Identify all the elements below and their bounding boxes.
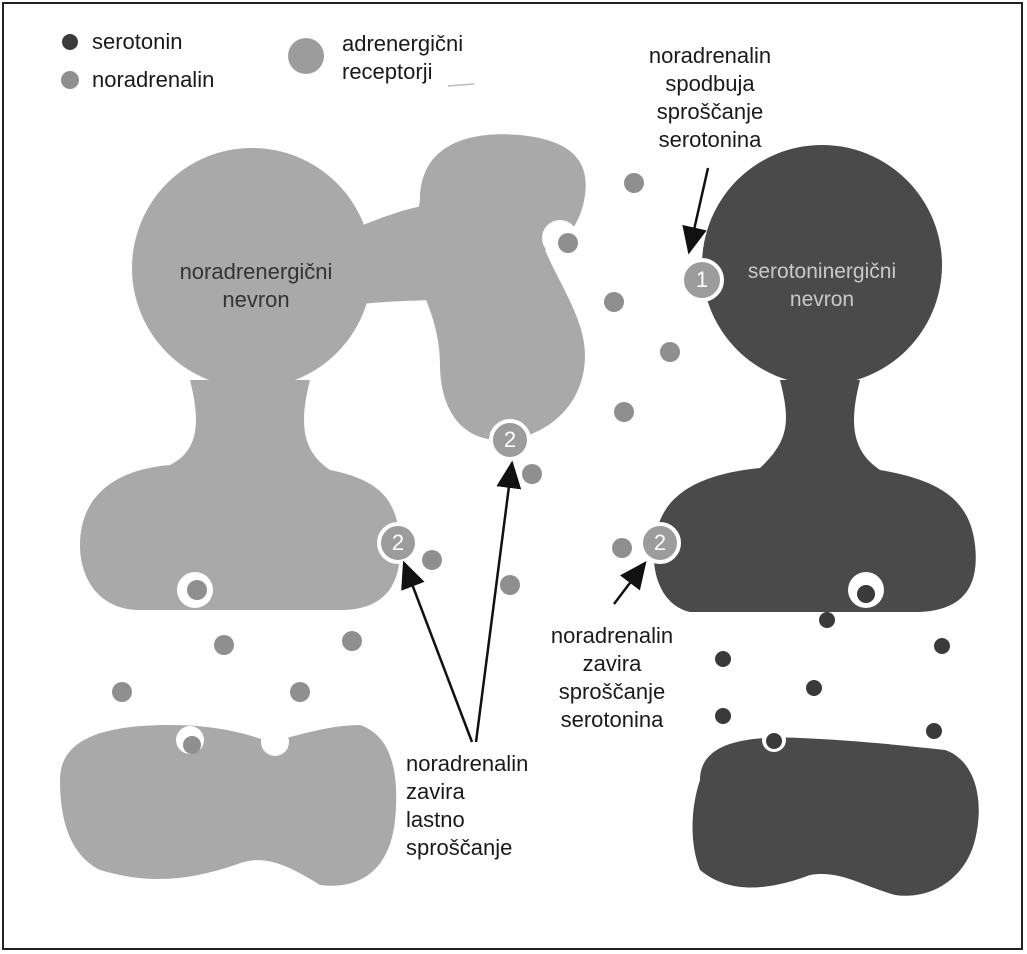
annotation-inhibit-self-line2: zavira — [406, 778, 528, 806]
annotation-inhibit-serotonin-line1: noradrenalin — [512, 622, 712, 650]
legend-noradrenalin-label: noradrenalin — [92, 66, 214, 94]
annotation-inhibit-self-line1: noradrenalin — [406, 750, 528, 778]
annotation-inhibit-serotonin-line2: zavira — [512, 650, 712, 678]
legend-noradrenalin-dot — [61, 71, 79, 89]
annotation-stimulate-line4: serotonina — [610, 126, 810, 154]
receptor-r2b-label: 2 — [388, 529, 408, 557]
annotation-inhibit-serotonin-line4: serotonina — [512, 706, 712, 734]
left-neuron-label-1: noradrenergični — [146, 258, 366, 286]
receptor-r2a-label: 2 — [500, 426, 520, 454]
legend-serotonin-dot — [62, 34, 78, 50]
right-neuron-label-1: serotoninergični — [712, 258, 932, 285]
annotation-stimulate-line1: noradrenalin — [610, 42, 810, 70]
legend-serotonin-label: serotonin — [92, 28, 183, 56]
right-neuron-label-2: nevron — [712, 286, 932, 313]
legend-receptor-dot — [288, 38, 324, 74]
annotation-stimulate-line3: sproščanje — [610, 98, 810, 126]
receptor-r1-label: 1 — [692, 266, 712, 294]
annotation-inhibit-serotonin: noradrenalin zavira sproščanje serotonin… — [512, 622, 712, 734]
receptor-r2c-label: 2 — [650, 529, 670, 557]
annotation-stimulate: noradrenalin spodbuja sproščanje seroton… — [610, 42, 810, 154]
annotation-inhibit-self: noradrenalin zavira lastno sproščanje — [406, 750, 528, 862]
arrow-inhibit-serotonin — [614, 563, 645, 604]
legend-dash — [448, 84, 474, 86]
annotation-inhibit-self-line4: sproščanje — [406, 834, 528, 862]
annotation-inhibit-self-line3: lastno — [406, 806, 528, 834]
annotation-stimulate-line2: spodbuja — [610, 70, 810, 98]
legend-receptors-label-1: adrenergični — [342, 30, 463, 58]
arrow-inhibit-self-b — [476, 463, 512, 742]
left-neuron-label-2: nevron — [146, 286, 366, 314]
annotation-inhibit-serotonin-line3: sproščanje — [512, 678, 712, 706]
legend-receptors-label-2: receptorji — [342, 58, 432, 86]
arrow-inhibit-self-a — [404, 563, 472, 742]
